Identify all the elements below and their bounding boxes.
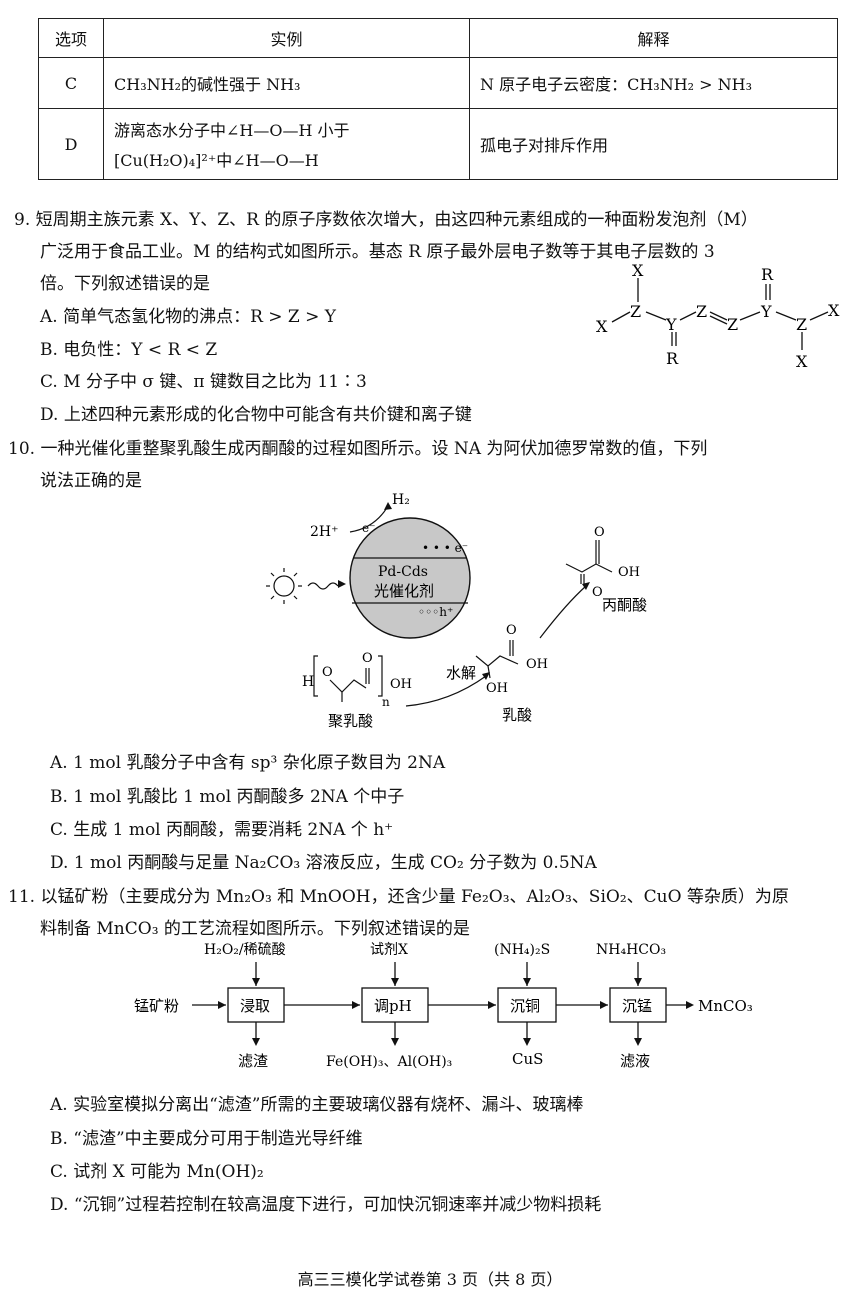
q11-flow-diagram: H₂O₂/稀硫酸 试剂X (NH₄)₂S NH₄HCO₃ 锰矿粉 浸取 调pH … <box>134 942 753 1070</box>
table-header-option: 选项 <box>38 18 104 58</box>
flow-end: MnCO₃ <box>698 997 753 1015</box>
q10-option-d: D. 1 mol 丙酮酸与足量 Na₂CO₃ 溶液反应，生成 CO₂ 分子数为 … <box>50 853 597 873</box>
sun-icon <box>266 568 339 604</box>
electron-label: e⁻ <box>362 521 375 535</box>
lactic-oh-label: OH <box>526 657 548 672</box>
table-header-example: 实例 <box>103 18 470 58</box>
flow-step-manganese: 沉锰 <box>622 997 652 1015</box>
struct-x-top: X <box>632 262 644 280</box>
q9-option-a: A. 简单气态氢化物的沸点：R > Z > Y <box>40 307 337 327</box>
q10-option-c: C. 生成 1 mol 丙酮酸，需要消耗 2NA 个 h⁺ <box>50 820 394 840</box>
q11-option-c: C. 试剂 X 可能为 Mn(OH)₂ <box>50 1162 264 1182</box>
lactic-carbonyl-o-label: O <box>506 623 517 638</box>
poly-oh-label: OH <box>390 677 412 692</box>
catalyst-label: 光催化剂 <box>374 582 434 600</box>
flow-step-copper: 沉铜 <box>510 997 540 1015</box>
q11-option-d: D. “沉铜”过程若控制在较高温度下进行，可加快沉铜速率并减少物料损耗 <box>50 1195 602 1215</box>
poly-carbonyl-o-label: O <box>362 651 373 666</box>
struct-y2: Y <box>760 302 772 321</box>
table-cell-example: 游离态水分子中∠H—O—H 小于 [Cu(H₂O)₄]²⁺中∠H—O—H <box>103 108 470 180</box>
lactic-label: 乳酸 <box>502 706 532 724</box>
q10-stem-line2: 说法正确的是 <box>40 471 142 491</box>
struct-x-right: X <box>828 301 840 320</box>
catalyst-name: Pd-Cds <box>378 564 428 580</box>
q11-option-a: A. 实验室模拟分离出“滤渣”所需的主要玻璃仪器有烧杯、漏斗、玻璃棒 <box>50 1095 584 1115</box>
q9-option-d: D. 上述四种元素形成的化合物中可能含有共价键和离子键 <box>40 405 472 425</box>
struct-y1: Y <box>665 315 677 334</box>
table-cell-example-line2: [Cu(H₂O)₄]²⁺中∠H—O—H <box>114 151 319 170</box>
table-header-explain: 解释 <box>469 18 838 58</box>
struct-z1: Z <box>630 302 641 321</box>
struct-z4: Z <box>796 315 807 334</box>
pyruvic-oh-label: OH <box>618 565 640 580</box>
table-cell-example: CH₃NH₂的碱性强于 NH₃ <box>103 57 470 109</box>
lactic-alpha-oh-label: OH <box>486 681 508 696</box>
polylactic-label: 聚乳酸 <box>328 712 373 730</box>
q9-option-b: B. 电负性：Y < R < Z <box>40 340 218 360</box>
flow-output-3: CuS <box>512 1050 543 1068</box>
pyruvic-keto-o-label: O <box>592 585 603 600</box>
flow-step-ph: 调pH <box>374 997 412 1015</box>
q10-option-b: B. 1 mol 乳酸比 1 mol 丙酮酸多 2NA 个中子 <box>50 787 405 807</box>
q9-stem-line1: 9. 短周期主族元素 X、Y、Z、R 的原子序数依次增大，由这四种元素组成的一种… <box>14 210 758 230</box>
q11-stem-line2: 料制备 MnCO₃ 的工艺流程如图所示。下列叙述错误的是 <box>40 919 470 939</box>
q9-stem-line2: 广泛用于食品工业。M 的结构式如图所示。基态 R 原子最外层电子数等于其电子层数… <box>40 242 715 262</box>
pyruvic-label: 丙酮酸 <box>602 596 647 614</box>
poly-o-label: O <box>322 665 333 680</box>
table-cell-explain: N 原子电子云密度：CH₃NH₂ > NH₃ <box>469 57 838 109</box>
struct-x-left: X <box>596 317 608 336</box>
flow-output-2: Fe(OH)₃、Al(OH)₃ <box>326 1054 452 1070</box>
struct-x-bottom: X <box>796 352 808 371</box>
flow-input-1: H₂O₂/稀硫酸 <box>204 942 286 958</box>
q11-stem-line1: 11. 以锰矿粉（主要成分为 Mn₂O₃ 和 MnOOH，还含少量 Fe₂O₃、… <box>8 887 789 907</box>
pyruvic-carbonyl-o-label: O <box>594 525 605 540</box>
options-table: 选项 实例 解释 C CH₃NH₂的碱性强于 NH₃ N 原子电子云密度：CH₃… <box>38 18 838 180</box>
q10-photocatalysis-diagram: Pd-Cds 光催化剂 • • • e⁻ ◦◦◦h⁺ H₂ 2H⁺ e⁻ H O… <box>266 492 647 730</box>
h2-label: H₂ <box>392 492 410 508</box>
struct-r-bottom: R <box>666 349 679 368</box>
table-cell-option: D <box>38 108 104 180</box>
flow-step-leach: 浸取 <box>240 997 270 1015</box>
flow-output-1: 滤渣 <box>238 1052 268 1070</box>
electron-dots: • • • e⁻ <box>422 541 468 555</box>
q10-stem-line1: 10. 一种光催化重整聚乳酸生成丙酮酸的过程如图所示。设 NA 为阿伏加德罗常数… <box>8 439 708 459</box>
poly-h-label: H <box>302 674 314 690</box>
flow-input-2: 试剂X <box>370 942 408 958</box>
q9-option-c: C. M 分子中 σ 键、π 键数目之比为 11∶3 <box>40 372 367 392</box>
hydrolysis-label: 水解 <box>446 664 476 682</box>
q9-stem-line3: 倍。下列叙述错误的是 <box>40 274 210 294</box>
table-cell-explain: 孤电子对排斥作用 <box>469 108 838 180</box>
flow-input-3: (NH₄)₂S <box>494 942 550 958</box>
flow-output-4: 滤液 <box>620 1052 650 1070</box>
poly-n-label: n <box>382 695 390 709</box>
table-cell-example-line1: 游离态水分子中∠H—O—H 小于 <box>114 121 350 140</box>
struct-z2: Z <box>696 302 707 321</box>
page-footer: 高三三模化学试卷第 3 页（共 8 页） <box>297 1270 563 1289</box>
hole-dots: ◦◦◦h⁺ <box>418 605 453 619</box>
q9-structure-diagram: X Z X Y R Z Z R Y Z X X <box>596 262 840 371</box>
q10-option-a: A. 1 mol 乳酸分子中含有 sp³ 杂化原子数目为 2NA <box>50 753 446 773</box>
struct-r-top: R <box>761 265 774 284</box>
flow-start: 锰矿粉 <box>134 997 179 1015</box>
h-plus-label: 2H⁺ <box>310 524 339 540</box>
flow-input-4: NH₄HCO₃ <box>596 942 666 958</box>
struct-z3: Z <box>727 315 738 334</box>
table-cell-option: C <box>38 57 104 109</box>
q11-option-b: B. “滤渣”中主要成分可用于制造光导纤维 <box>50 1129 363 1149</box>
